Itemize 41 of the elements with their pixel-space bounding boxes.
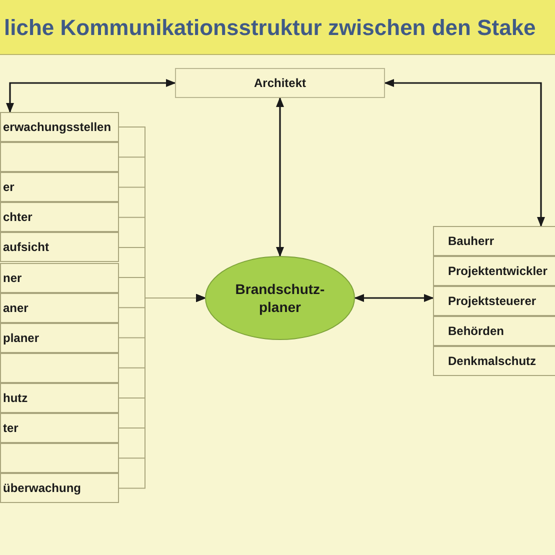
title: liche Kommunikationsstruktur zwischen den Stake: [3, 14, 536, 42]
list-row: [433, 346, 555, 376]
node-label: planer: [3, 330, 40, 347]
node-label: Behörden: [448, 323, 504, 340]
list-row: [0, 112, 119, 142]
node-label: aner: [3, 300, 28, 317]
role-box: [175, 68, 385, 98]
list-row: [0, 232, 119, 262]
node-label: chter: [3, 209, 32, 226]
node-label: Projektentwickler: [448, 263, 548, 280]
list-row: [433, 286, 555, 316]
empty-list-row: [0, 443, 119, 474]
node-label: er: [3, 179, 14, 196]
empty-list-row: [0, 352, 119, 383]
list-row: [0, 262, 119, 293]
list-row: [0, 202, 119, 232]
node-label: Projektsteuerer: [448, 293, 536, 310]
arrow: [354, 294, 434, 302]
list-row: [0, 292, 119, 323]
node-label: ter: [3, 420, 18, 438]
node-label: Architekt: [254, 75, 306, 92]
node-label: überwachung: [3, 480, 82, 498]
arrow: [6, 79, 176, 113]
node-label: Brandschutz- planer: [234, 280, 326, 316]
list-row: [0, 413, 119, 444]
node-label: ner: [3, 270, 22, 287]
list-row: [0, 322, 119, 353]
list-row: [433, 316, 555, 346]
empty-list-row: [0, 142, 119, 172]
list-row: [0, 382, 119, 413]
list-row: [0, 172, 119, 202]
node-label: erwachungsstellen: [3, 119, 112, 136]
node-label: hutz: [3, 390, 28, 407]
list-row: [0, 473, 119, 504]
arrow: [276, 97, 284, 257]
list-row: [433, 256, 555, 286]
node-label: Bauherr: [448, 233, 494, 250]
arrow: [384, 79, 545, 227]
list-row: [433, 226, 555, 256]
node-label: aufsicht: [3, 239, 50, 256]
node-label: Denkmalschutz: [448, 353, 536, 370]
